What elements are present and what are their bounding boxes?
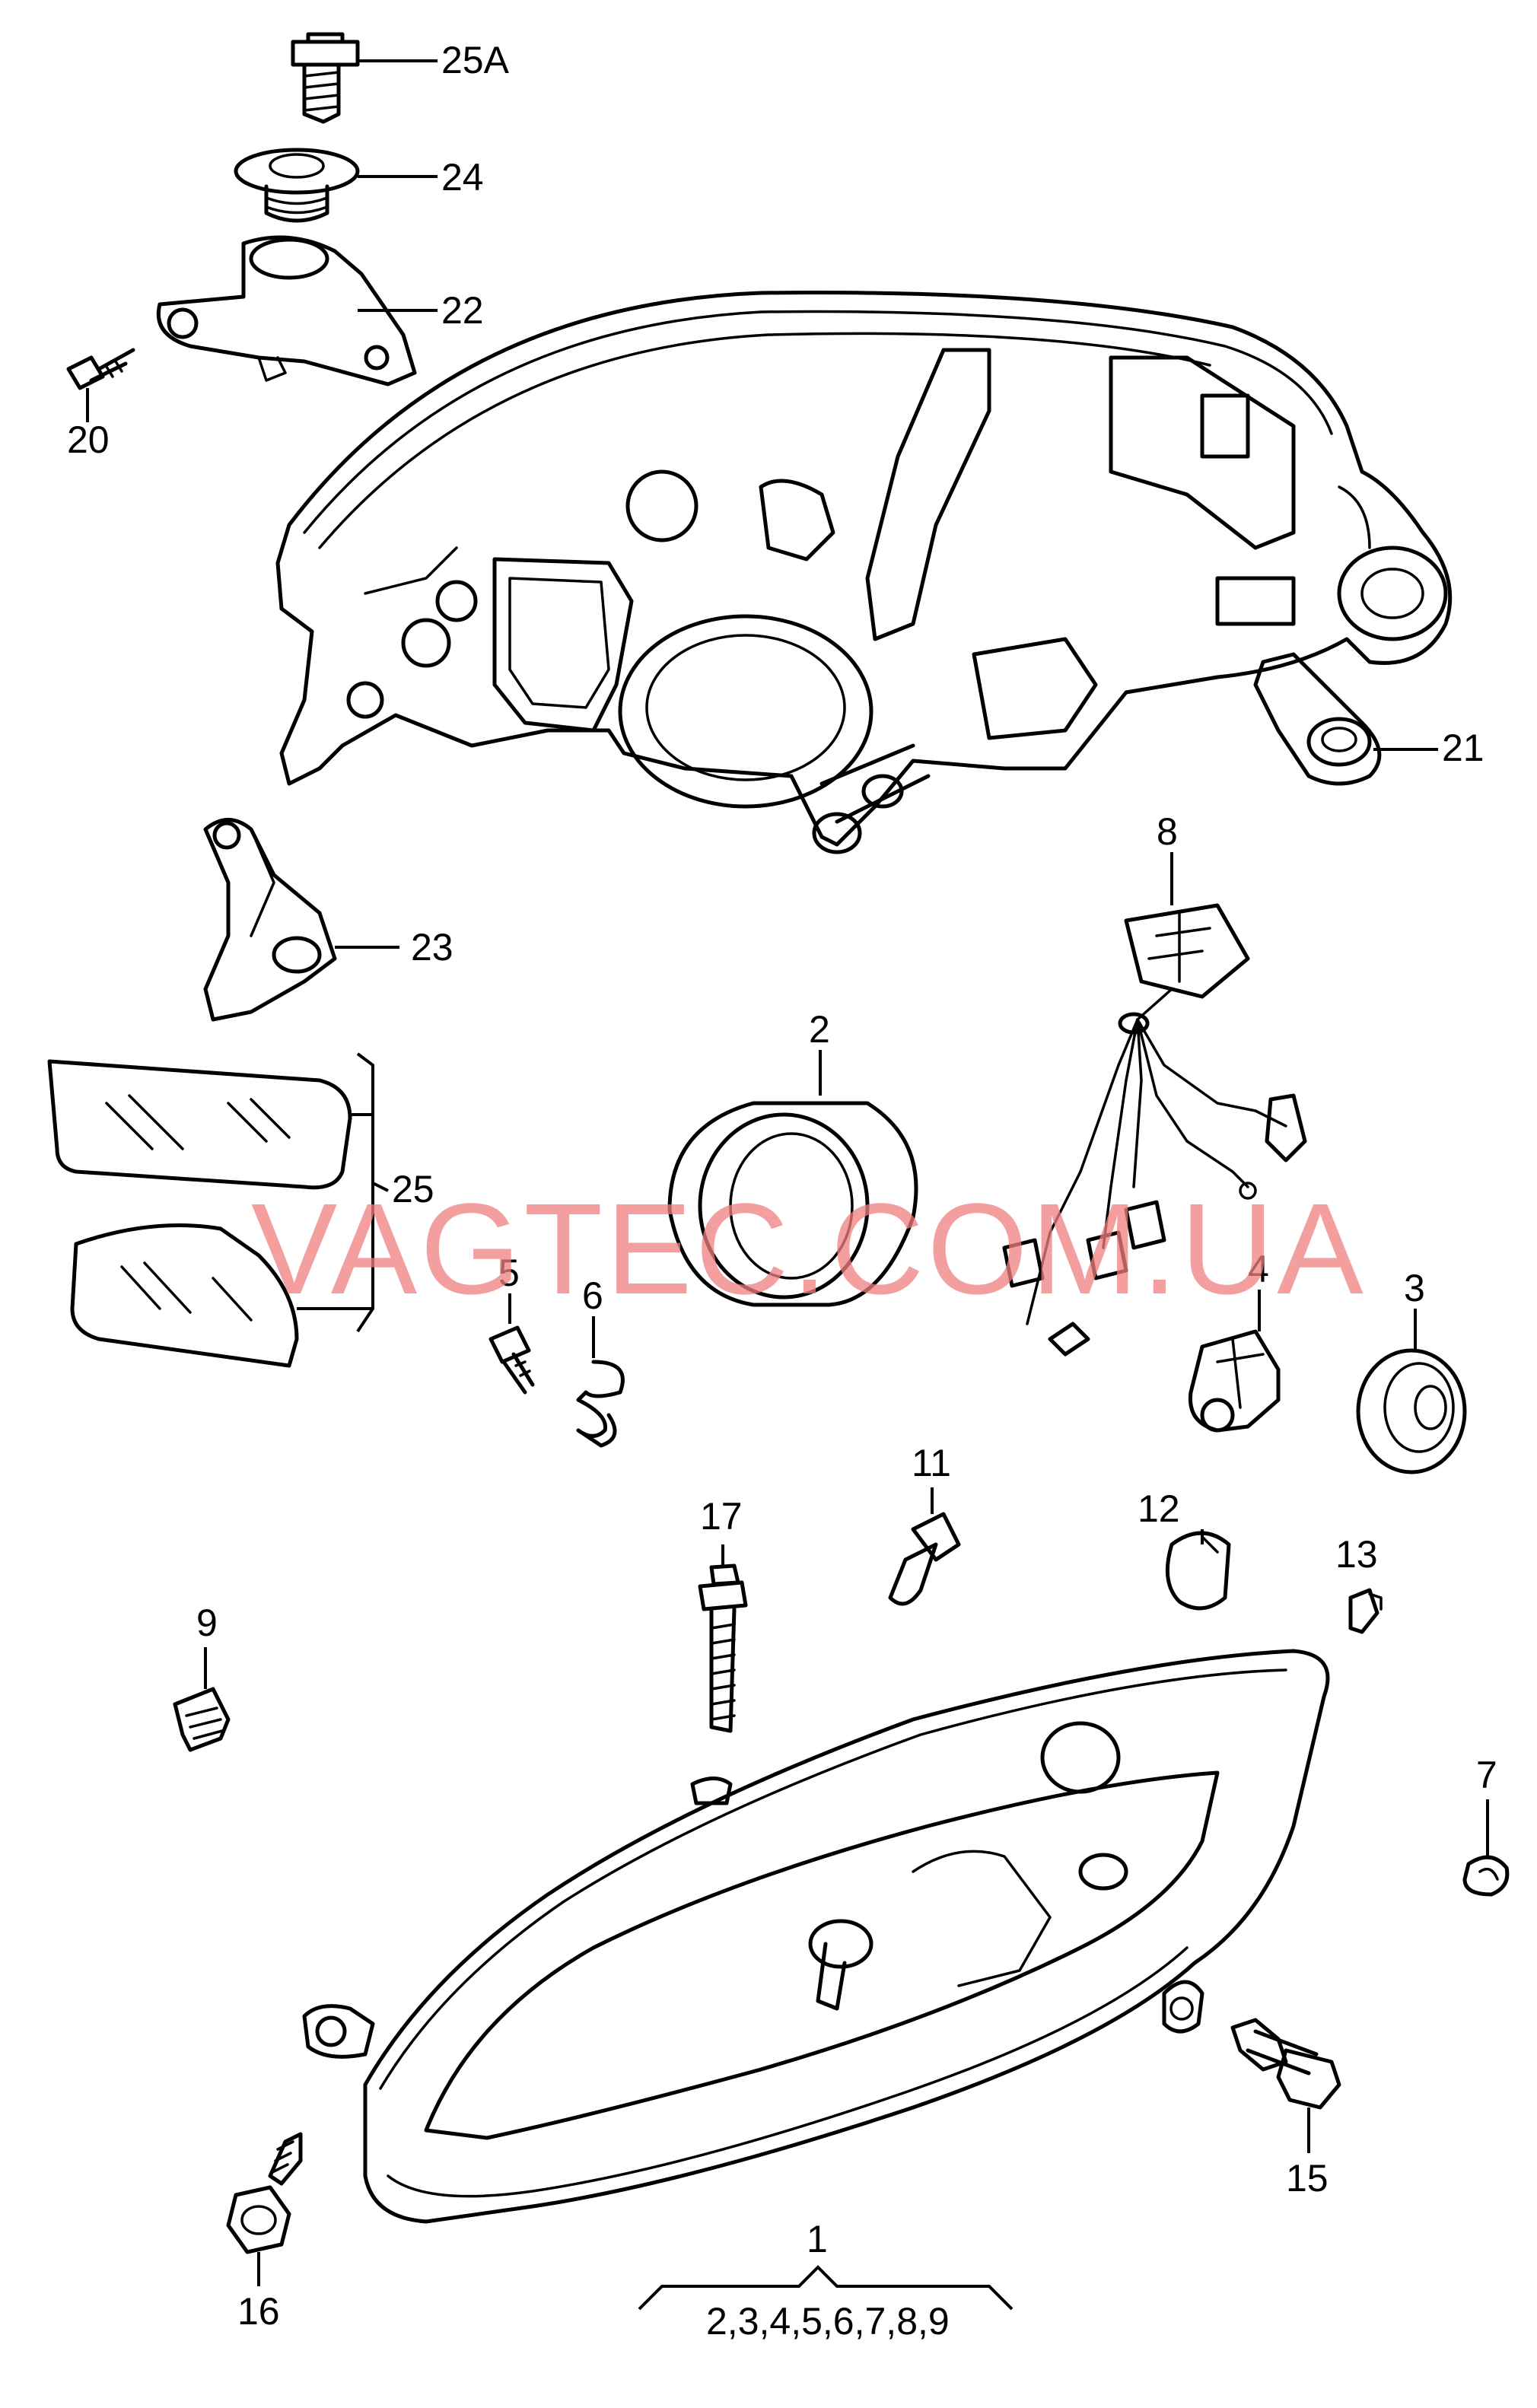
label-1: 1	[807, 2218, 828, 2260]
part-25-lens-set[interactable]	[47, 1052, 389, 1368]
part-11-bulb[interactable]	[888, 1487, 961, 1606]
headlight-housing-rear[interactable]	[275, 291, 1453, 854]
label-12: 12	[1138, 1487, 1180, 1530]
label-16: 16	[237, 2290, 280, 2333]
part-21-bracket[interactable]	[1253, 652, 1438, 786]
label-5: 5	[498, 1252, 520, 1294]
label-1-sub: 2,3,4,5,6,7,8,9	[706, 2300, 950, 2343]
label-17: 17	[700, 1495, 743, 1538]
part-24-grommet[interactable]	[234, 148, 438, 223]
label-13: 13	[1335, 1533, 1378, 1576]
part-15-bolt[interactable]	[1230, 2018, 1341, 2153]
label-9: 9	[196, 1602, 218, 1644]
label-25: 25	[392, 1168, 434, 1210]
headlight-assembly-front[interactable]	[302, 1649, 1330, 2224]
part-4-bulb-socket[interactable]	[1188, 1290, 1281, 1433]
part-12-bulb[interactable]	[1165, 1529, 1231, 1611]
label-8: 8	[1157, 810, 1178, 853]
part-9-plug[interactable]	[173, 1647, 231, 1752]
part-3-cap[interactable]	[1356, 1309, 1467, 1474]
part-23-bracket[interactable]	[203, 818, 399, 1022]
part-6-clip[interactable]	[576, 1316, 625, 1448]
label-4: 4	[1248, 1248, 1269, 1290]
part-22-bracket[interactable]	[156, 235, 438, 386]
part-16-bolt[interactable]	[226, 2132, 303, 2286]
label-6: 6	[582, 1274, 603, 1317]
part-5-screw[interactable]	[488, 1293, 535, 1395]
part-13-bulb[interactable]	[1348, 1588, 1383, 1634]
label-22: 22	[441, 289, 484, 332]
label-11: 11	[912, 1442, 951, 1484]
label-25a: 25A	[441, 39, 510, 81]
part-25a-screw[interactable]	[291, 32, 438, 124]
label-3: 3	[1404, 1267, 1425, 1309]
label-21: 21	[1442, 727, 1484, 769]
part-1-bracket-line	[638, 2265, 1014, 2311]
part-2-seal-ring[interactable]	[667, 1050, 918, 1307]
part-20-screw[interactable]	[66, 348, 135, 422]
label-23: 23	[411, 926, 453, 969]
label-2: 2	[809, 1008, 830, 1051]
part-7-clip[interactable]	[1462, 1799, 1510, 1897]
part-8-wiring-harness[interactable]	[1002, 852, 1307, 1357]
label-7: 7	[1476, 1754, 1497, 1796]
label-20: 20	[67, 418, 110, 461]
part-17-bolt[interactable]	[698, 1544, 748, 1733]
watermark: VAGTEC.COM.UA	[251, 1177, 1367, 1322]
label-15: 15	[1286, 2157, 1329, 2200]
label-24: 24	[441, 156, 484, 199]
